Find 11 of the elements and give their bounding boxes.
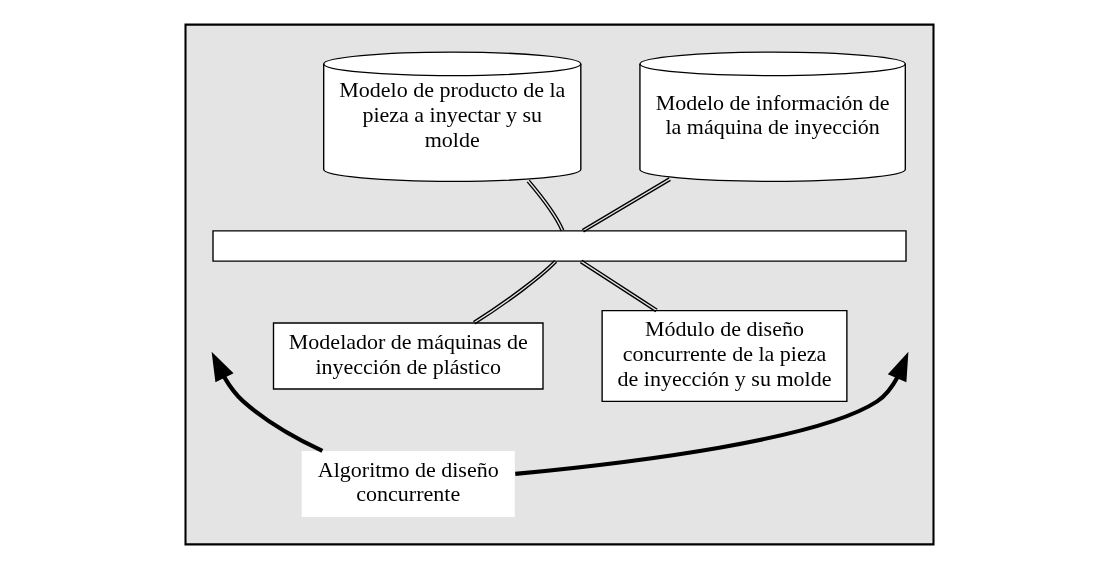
node-bar xyxy=(212,230,907,262)
node-box: Modelador de máquinas de inyección de plástico xyxy=(272,322,544,390)
node-box: Módulo de diseño concurrente de la pieza de inyección y su molde xyxy=(601,309,848,403)
connector xyxy=(581,177,672,233)
cluster xyxy=(184,23,935,546)
connector xyxy=(472,259,558,325)
connector xyxy=(526,179,565,232)
arrow xyxy=(211,351,324,453)
connector xyxy=(579,259,658,313)
arrow xyxy=(515,351,909,476)
node-box: Algoritmo de diseño concurrente xyxy=(301,450,515,517)
